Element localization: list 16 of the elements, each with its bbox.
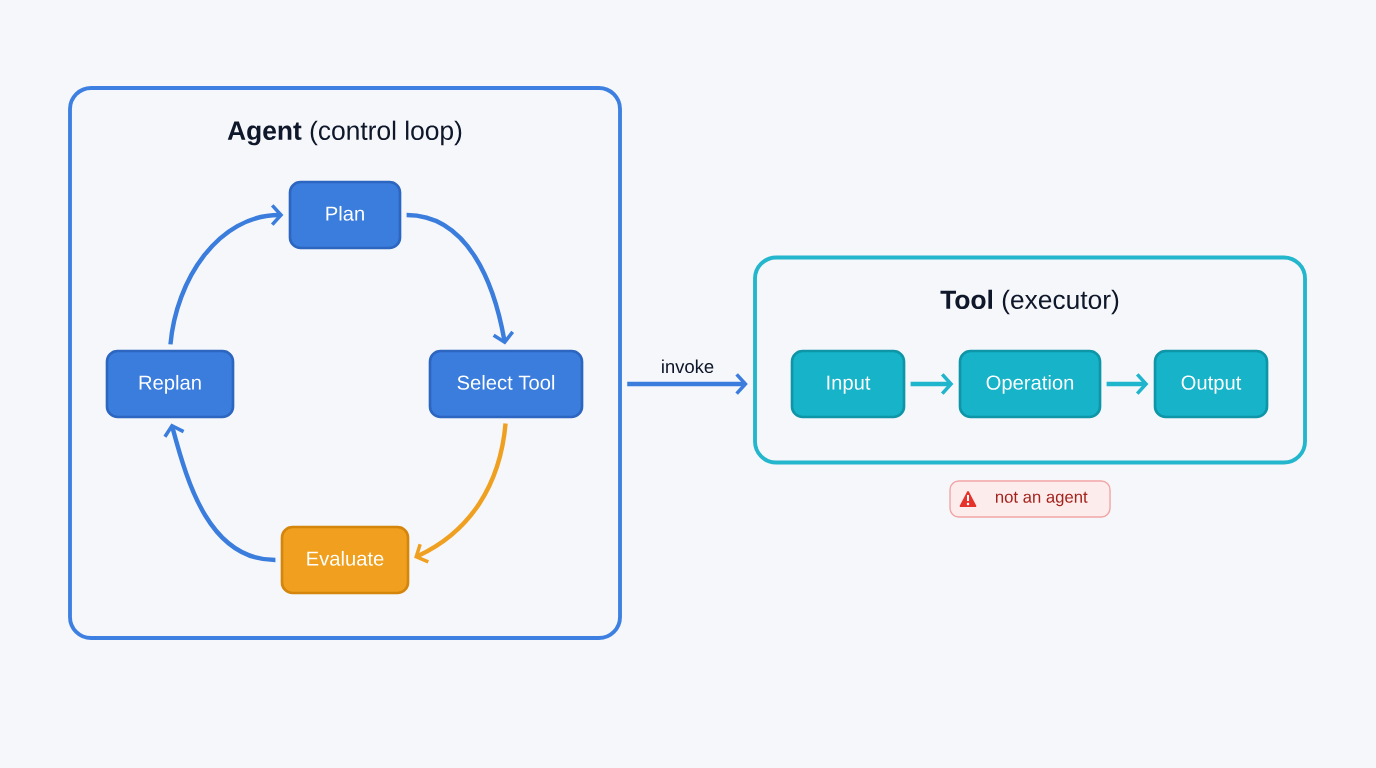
process-box: Operation — [958, 349, 1102, 419]
process-box: Evaluate — [280, 525, 410, 595]
arrow — [910, 373, 954, 395]
arrow — [414, 423, 508, 564]
arrow — [168, 204, 284, 345]
arrow — [627, 373, 748, 395]
arrow — [1106, 373, 1149, 395]
process-box: Plan — [288, 180, 402, 250]
arrow — [406, 212, 515, 345]
warning-badge: not an agent — [949, 480, 1111, 518]
process-box: Output — [1153, 349, 1269, 419]
edge-label: invoke — [662, 359, 714, 374]
process-box: Replan — [105, 349, 235, 419]
process-box: Input — [790, 349, 906, 419]
process-box: Select Tool — [428, 349, 584, 419]
arrow — [163, 423, 276, 563]
